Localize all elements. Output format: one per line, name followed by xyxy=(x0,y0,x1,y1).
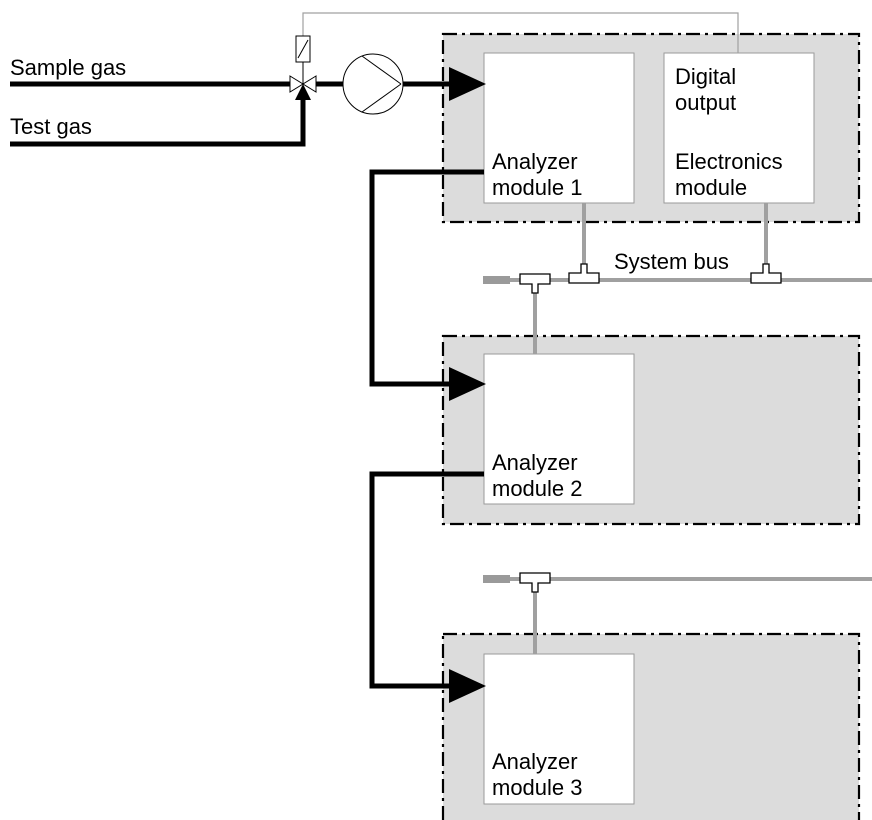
analyzer-module-1-label-line1: Analyzer xyxy=(492,149,578,174)
analyzer-module-2-box xyxy=(483,353,635,505)
tee-connector-analyzer-1 xyxy=(568,263,600,284)
analyzer-module-3-label-line2: module 3 xyxy=(492,775,583,800)
gas-line-module-2-to-3 xyxy=(369,471,484,689)
digital-output-label-line1: Digital xyxy=(675,64,736,89)
electronics-module-label-line2: module xyxy=(675,175,747,200)
test-gas-label: Test gas xyxy=(10,114,92,139)
test-gas-line xyxy=(10,100,306,147)
sample-gas-label: Sample gas xyxy=(10,55,126,80)
gas-line-module-1-to-2 xyxy=(369,169,484,387)
tee-connector-analyzer-3 xyxy=(519,572,551,593)
arrow-into-module-2 xyxy=(449,367,486,401)
analyzer-module-3-box xyxy=(483,653,635,805)
pump-icon xyxy=(342,53,404,115)
three-way-valve-icon xyxy=(289,75,317,100)
analyzer-module-3-label-line1: Analyzer xyxy=(492,749,578,774)
arrow-into-module-3 xyxy=(449,669,486,703)
digital-output-label-line2: output xyxy=(675,90,736,115)
electronics-module-label-line1: Electronics xyxy=(675,149,783,174)
digital-output-electronics-box xyxy=(663,52,815,204)
arrow-into-module-1 xyxy=(449,67,486,101)
analyzer-module-2-label-line1: Analyzer xyxy=(492,450,578,475)
analyzer-module-2-label-line2: module 2 xyxy=(492,476,583,501)
valve-control-line xyxy=(302,12,739,53)
tee-connector-analyzer-2 xyxy=(519,273,551,294)
system-bus-label: System bus xyxy=(614,249,729,274)
analyzer-module-1-box xyxy=(483,52,635,204)
analyzer-module-1-label-line2: module 1 xyxy=(492,175,583,200)
tee-connector-electronics xyxy=(750,263,782,284)
